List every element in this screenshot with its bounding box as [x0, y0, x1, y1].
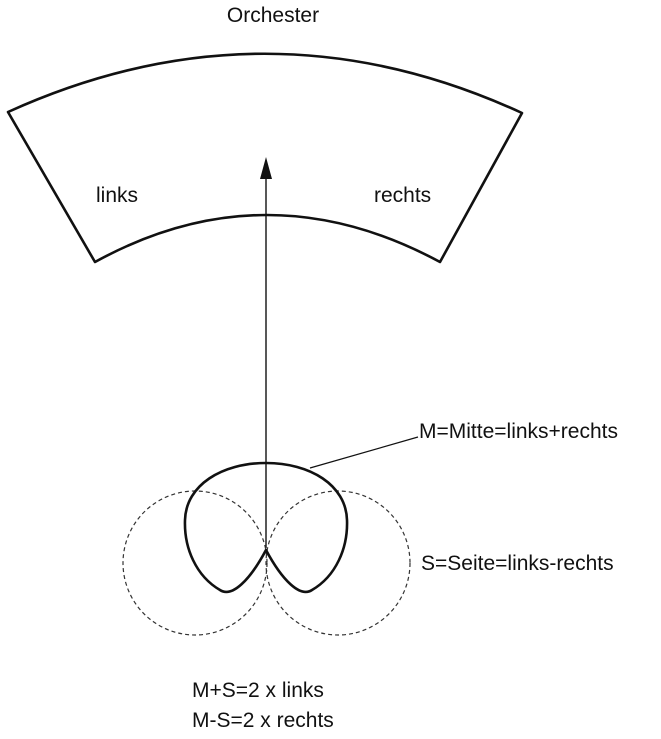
mid-cardioid [183, 461, 349, 594]
orchestra-label: Orchester [227, 4, 319, 27]
sum-equation: M+S=2 x links [192, 679, 324, 702]
left-label: links [96, 184, 138, 207]
mid-label: M=Mitte=links+rechts [419, 420, 618, 443]
side-label: S=Seite=links-rechts [421, 552, 614, 575]
right-label: rechts [374, 184, 431, 207]
diff-equation: M-S=2 x rechts [192, 709, 334, 732]
mid-leader-line [309, 436, 419, 469]
orchestra-stage [6, 52, 524, 264]
axis-arrow-head [260, 157, 272, 179]
